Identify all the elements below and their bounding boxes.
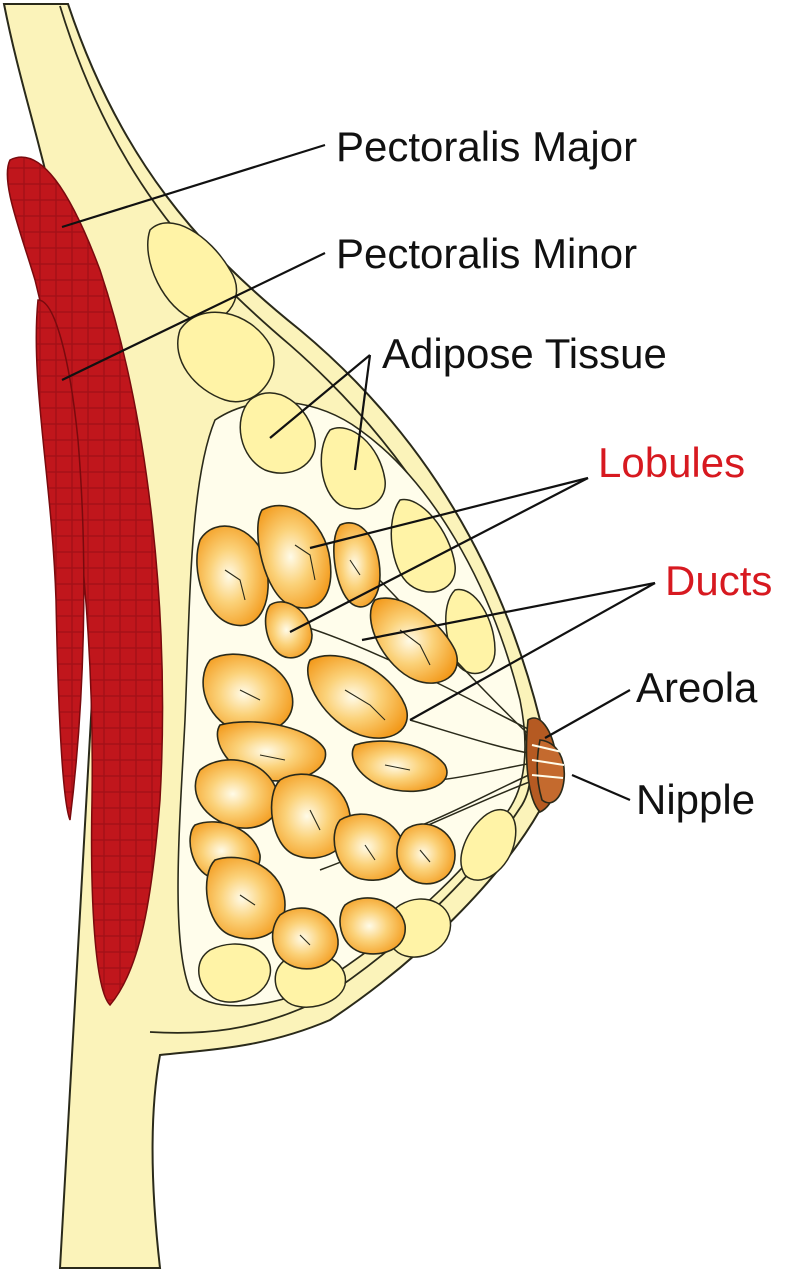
lobule	[194, 759, 280, 829]
label-nipple: Nipple	[636, 776, 755, 823]
pectoralis-minor-muscle	[35, 299, 85, 821]
lobule	[351, 740, 448, 793]
lobule	[339, 897, 406, 955]
lobule	[205, 856, 286, 940]
leader-lines	[61, 143, 656, 802]
lobule-internal-lines	[224, 544, 431, 946]
lobules	[189, 504, 458, 970]
lobule	[271, 907, 339, 970]
label-lobules: Lobules	[598, 439, 745, 486]
nipple	[536, 739, 566, 804]
lobule	[257, 504, 332, 609]
nipple-duct-lines	[531, 744, 565, 779]
lobule	[333, 522, 381, 608]
lobule	[264, 601, 313, 659]
label-pectoralis-major: Pectoralis Major	[336, 123, 637, 170]
label-adipose-tissue: Adipose Tissue	[382, 330, 667, 377]
lobule	[396, 823, 456, 885]
label-areola: Areola	[636, 664, 758, 711]
label-pectoralis-minor: Pectoralis Minor	[336, 230, 637, 277]
lobule	[196, 525, 269, 627]
lobule	[333, 813, 406, 881]
label-ducts: Ducts	[665, 557, 772, 604]
